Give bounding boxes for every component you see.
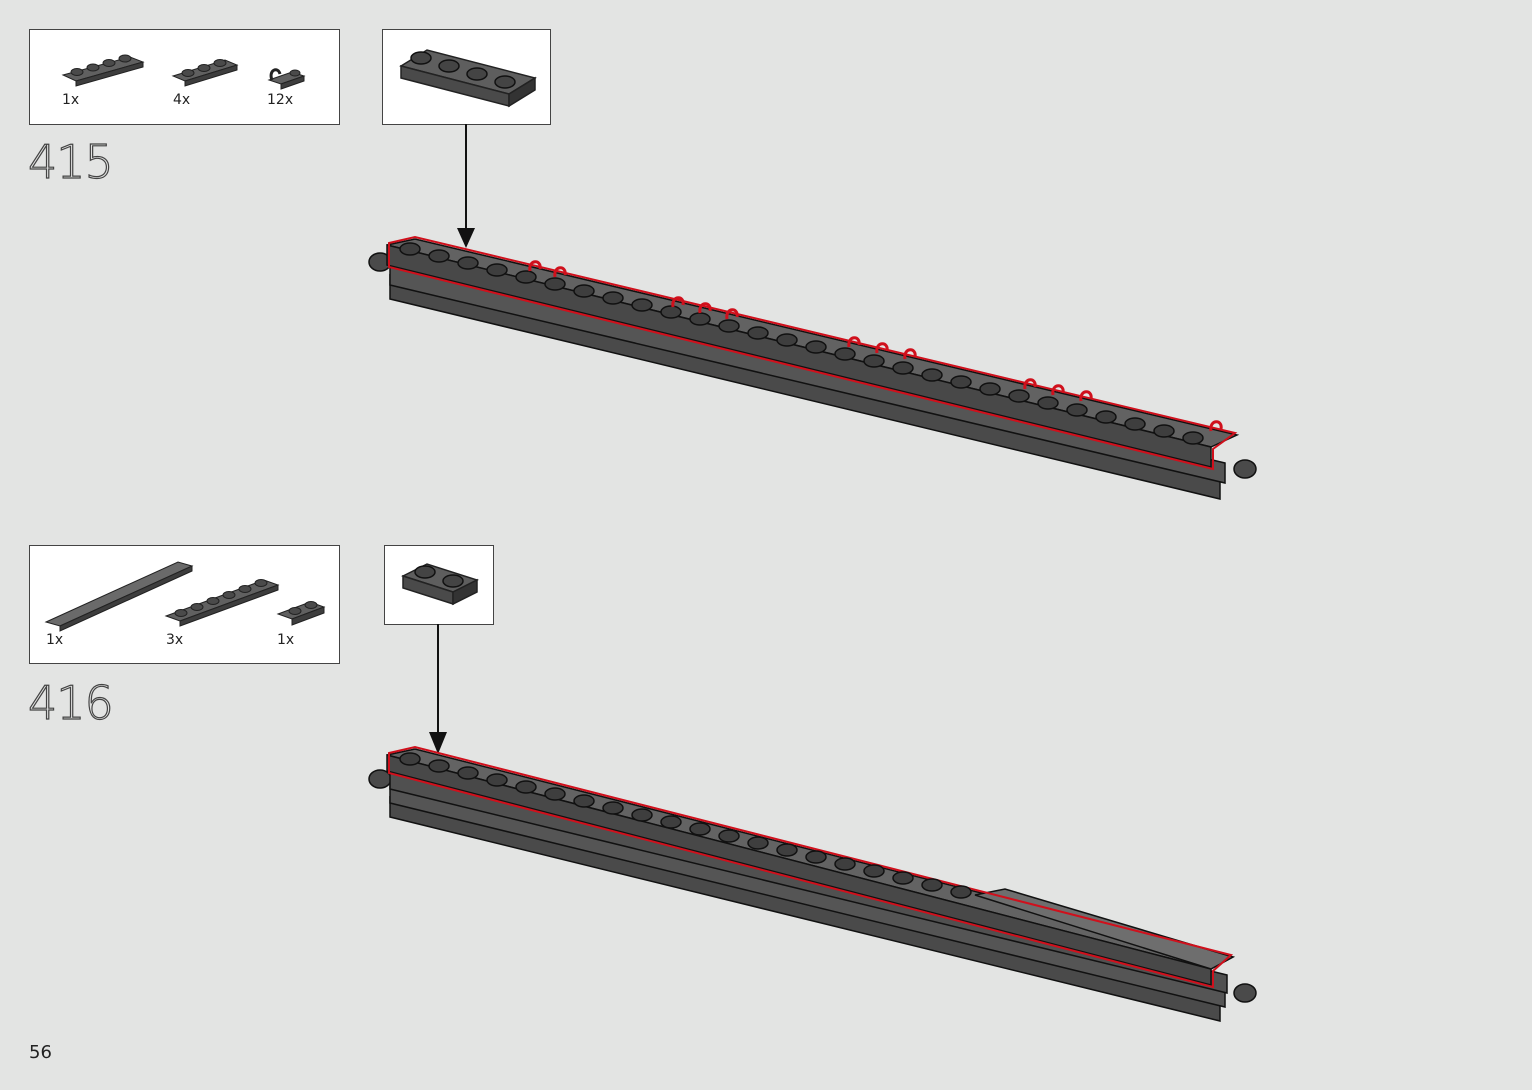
qty-1x-plate: 1x (277, 632, 294, 648)
qty-12x: 12x (267, 92, 293, 108)
qty-1x: 1x (62, 92, 79, 108)
assembly-model-415 (365, 235, 1265, 505)
qty-3x: 3x (166, 632, 183, 648)
step-number-416: 416 (28, 676, 113, 730)
placement-arrow-416 (424, 624, 454, 764)
parts-list-415: 1x 4x 12x (29, 29, 340, 125)
plate-1x4-icon (60, 45, 150, 85)
qty-1x-tile: 1x (46, 632, 63, 648)
plate-1x6-icon (162, 570, 292, 630)
page-number: 56 (29, 1042, 52, 1063)
plate-1x2-icon (274, 596, 334, 636)
parts-list-416: 1x 3x 1x (29, 545, 340, 664)
callout-box-416 (384, 545, 494, 625)
callout-box-415 (382, 29, 551, 125)
plate-1x2-callout (399, 558, 489, 618)
assembly-model-416 (365, 745, 1265, 1035)
plate-1x3-icon (170, 48, 250, 88)
plate-1x4-callout (395, 40, 545, 120)
qty-4x: 4x (173, 92, 190, 108)
step-number-415: 415 (28, 135, 113, 189)
